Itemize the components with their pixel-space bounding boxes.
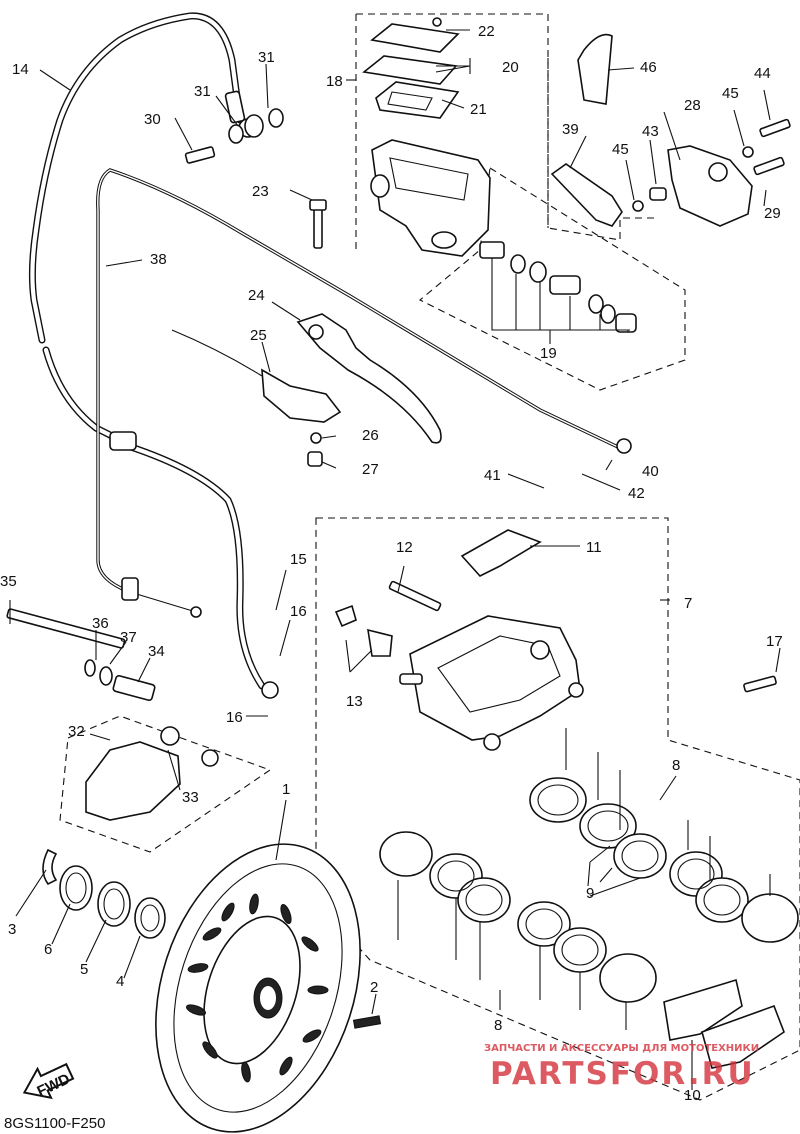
watermark-brand: PARTSFOR.RU [490, 1056, 755, 1092]
watermark-caption: ЗАПЧАСТИ И АКСЕССУАРЫ ДЛЯ МОТОТЕХНИКИ [484, 1043, 759, 1054]
callout-7: 7 [684, 595, 692, 612]
callout-5: 5 [80, 961, 88, 978]
callout-34: 34 [148, 643, 165, 660]
callout-19: 19 [540, 345, 557, 362]
leader-lines [9, 29, 781, 1015]
callout-20: 20 [502, 59, 519, 76]
callout-29: 29 [764, 205, 781, 222]
brake-disc [155, 843, 382, 1133]
callout-35: 35 [0, 573, 17, 590]
callout-16-b: 16 [226, 709, 243, 726]
callout-36: 36 [92, 615, 109, 632]
callout-38: 38 [150, 251, 167, 268]
callout-39: 39 [562, 121, 579, 138]
callout-labels: 1 2 3 4 5 6 7 8 8 9 10 11 12 13 14 15 16… [0, 23, 783, 1104]
callout-32: 32 [68, 723, 85, 740]
callout-45-b: 45 [612, 141, 629, 158]
master-cylinder [362, 17, 491, 257]
banjo-parts [184, 108, 284, 164]
callout-22: 22 [478, 23, 495, 40]
callout-13: 13 [346, 693, 363, 710]
callout-25: 25 [250, 327, 267, 344]
callout-45-a: 45 [722, 85, 739, 102]
callout-33: 33 [182, 789, 199, 806]
callout-31-a: 31 [194, 83, 211, 100]
callout-40: 40 [642, 463, 659, 480]
callout-15: 15 [290, 551, 307, 568]
callout-24: 24 [248, 287, 265, 304]
cable [96, 168, 632, 618]
brake-lever [296, 199, 442, 444]
callout-28: 28 [684, 97, 701, 114]
callout-2: 2 [370, 979, 378, 996]
callout-30: 30 [144, 111, 161, 128]
callout-23: 23 [252, 183, 269, 200]
callout-12: 12 [396, 539, 413, 556]
callout-8-b: 8 [494, 1017, 502, 1034]
callout-9: 9 [586, 885, 594, 902]
callout-17: 17 [766, 633, 783, 650]
callout-8-a: 8 [672, 757, 680, 774]
callout-16-a: 16 [290, 603, 307, 620]
callout-37: 37 [120, 629, 137, 646]
callout-3: 3 [8, 921, 16, 938]
callout-11: 11 [586, 539, 602, 556]
brake-caliper [334, 529, 777, 751]
callout-21: 21 [470, 101, 487, 118]
callout-26: 26 [362, 427, 379, 444]
caliper-pistons [379, 728, 799, 1030]
callout-43: 43 [642, 123, 659, 140]
callout-6: 6 [44, 941, 52, 958]
brake-switch [171, 329, 342, 467]
callout-41: 41 [484, 467, 501, 484]
callout-14: 14 [12, 61, 29, 78]
watermark: ЗАПЧАСТИ И АКСЕССУАРЫ ДЛЯ МОТОТЕХНИКИ PA… [484, 1043, 759, 1092]
callout-42: 42 [628, 485, 645, 502]
hub-parts [6, 608, 219, 939]
callout-4: 4 [116, 973, 124, 990]
callout-46: 46 [640, 59, 657, 76]
callout-18: 18 [326, 73, 343, 90]
callout-31-b: 31 [258, 49, 275, 66]
piston-kit [479, 241, 637, 344]
lever-bracket [550, 33, 791, 227]
callout-10: 10 [684, 1087, 701, 1104]
diagram-code: 8GS1100-F250 [4, 1115, 105, 1132]
fwd-arrow-icon: FWD [22, 1062, 75, 1100]
callout-1: 1 [282, 781, 290, 798]
callout-27: 27 [362, 461, 379, 478]
callout-44: 44 [754, 65, 771, 82]
brake-pads [663, 978, 785, 1090]
